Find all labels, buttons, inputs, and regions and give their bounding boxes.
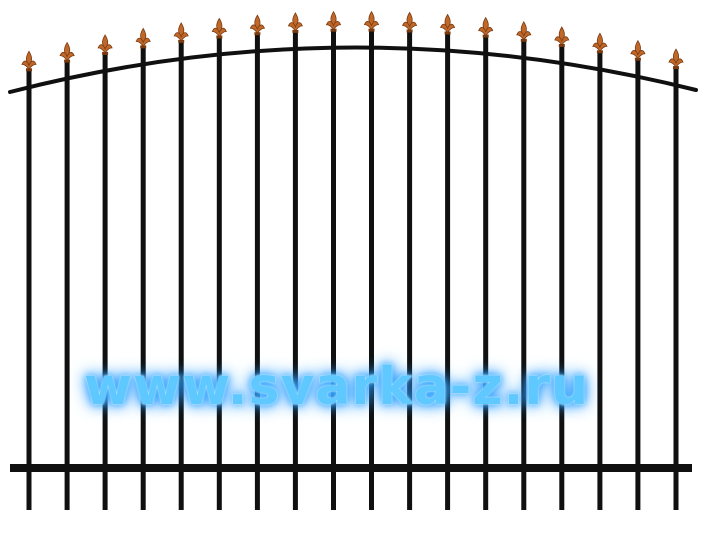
fence-picket xyxy=(483,35,489,510)
fence-picket xyxy=(597,51,603,511)
fence-picket xyxy=(331,29,336,510)
fleur-de-lis-finial-icon xyxy=(478,16,494,38)
fleur-de-lis-finial-icon xyxy=(592,32,608,54)
fence-picket xyxy=(254,33,260,510)
fleur-de-lis-finial-icon xyxy=(211,17,227,39)
fence-picket xyxy=(102,52,108,511)
fleur-de-lis-finial-icon xyxy=(668,48,684,70)
fleur-de-lis-finial-icon xyxy=(440,13,456,35)
fleur-de-lis-finial-icon xyxy=(97,34,113,55)
fleur-de-lis-finial-icon xyxy=(325,10,342,32)
fleur-de-lis-finial-icon xyxy=(173,22,189,43)
fence-picket xyxy=(445,32,451,510)
fleur-de-lis-finial-icon xyxy=(554,26,570,47)
fence-pickets xyxy=(26,29,679,511)
fleur-de-lis-finial-icon xyxy=(402,11,418,33)
fence-picket xyxy=(635,58,641,510)
finials xyxy=(21,10,684,72)
fleur-de-lis-finial-icon xyxy=(630,39,646,61)
fence-picket xyxy=(369,29,374,510)
fence-picket xyxy=(64,60,70,510)
fence-picket xyxy=(521,39,527,511)
fence-picket xyxy=(140,46,146,511)
fence-picket xyxy=(673,67,679,510)
fleur-de-lis-finial-icon xyxy=(287,12,303,33)
bottom-rail xyxy=(10,464,692,472)
fleur-de-lis-finial-icon xyxy=(249,14,265,36)
top-arched-rail xyxy=(8,45,698,94)
fleur-de-lis-finial-icon xyxy=(21,50,37,72)
fence-picket xyxy=(559,45,565,510)
fleur-de-lis-finial-icon xyxy=(363,10,380,32)
fence-picket xyxy=(216,36,222,510)
fence-picket xyxy=(292,30,298,511)
fence-picket xyxy=(26,69,32,511)
watermark-text: www.svarka-z.ru xyxy=(84,357,590,417)
fleur-de-lis-finial-icon xyxy=(516,21,532,42)
fence-picket xyxy=(178,40,184,511)
fleur-de-lis-finial-icon xyxy=(135,27,151,49)
fence-picket xyxy=(407,30,413,510)
fleur-de-lis-finial-icon xyxy=(59,41,75,63)
